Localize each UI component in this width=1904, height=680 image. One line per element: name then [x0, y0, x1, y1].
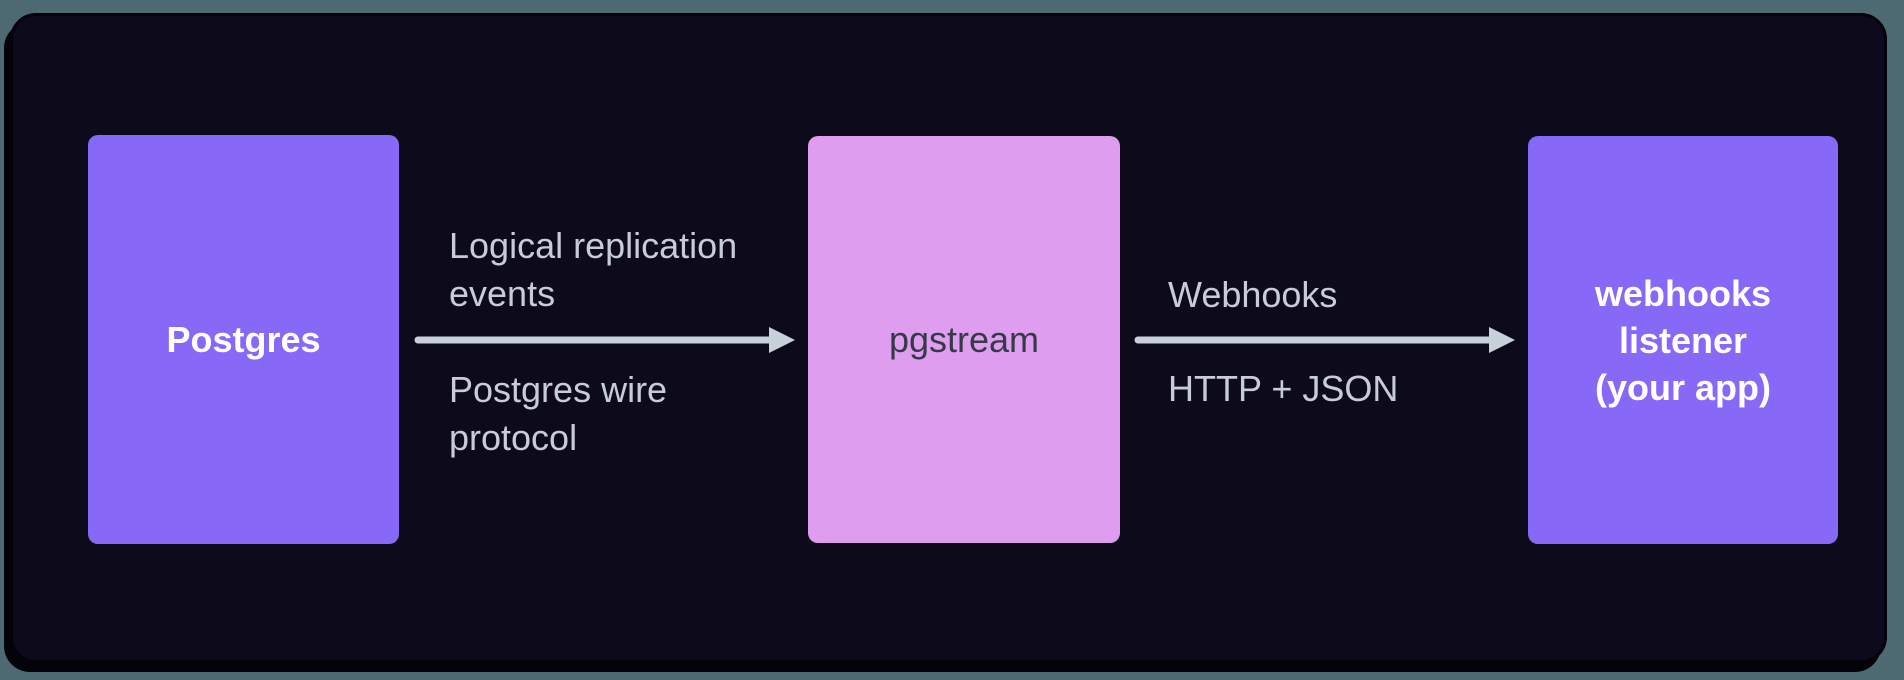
edge-replication-label-top: Logical replication events: [449, 222, 737, 318]
edge-webhooks-label-top: Webhooks: [1168, 271, 1337, 319]
node-webhooks-listener-label-line3: (your app): [1595, 366, 1771, 408]
node-pgstream: pgstream: [808, 136, 1120, 543]
edge-replication-label-bottom-line1: Postgres wire: [449, 369, 668, 410]
node-postgres: Postgres: [88, 135, 399, 544]
edge-webhooks-label-bottom-line: HTTP + JSON: [1168, 368, 1399, 409]
diagram-canvas: Postgres Logical replication events Post…: [10, 13, 1887, 663]
arrow-right-icon: [414, 327, 795, 353]
node-postgres-label: Postgres: [166, 318, 321, 360]
edge-replication-label-top-line2: events: [449, 273, 556, 314]
edge-replication-label-bottom: Postgres wire protocol: [449, 366, 667, 462]
edge-webhooks-label-top-line: Webhooks: [1168, 274, 1338, 315]
node-webhooks-listener-label-line1: webhooks: [1594, 272, 1772, 314]
edge-replication-label-bottom-line2: protocol: [449, 417, 578, 458]
node-webhooks-listener: webhooks listener (your app): [1528, 136, 1838, 544]
edge-replication-label-top-line1: Logical replication: [449, 225, 738, 266]
arrow-right-icon: [1134, 327, 1515, 353]
node-pgstream-label: pgstream: [888, 318, 1040, 360]
edge-webhooks-label-bottom: HTTP + JSON: [1168, 365, 1398, 413]
node-webhooks-listener-label-line2: listener: [1618, 319, 1748, 361]
node-webhooks-listener-label: webhooks listener (your app): [1595, 270, 1771, 411]
